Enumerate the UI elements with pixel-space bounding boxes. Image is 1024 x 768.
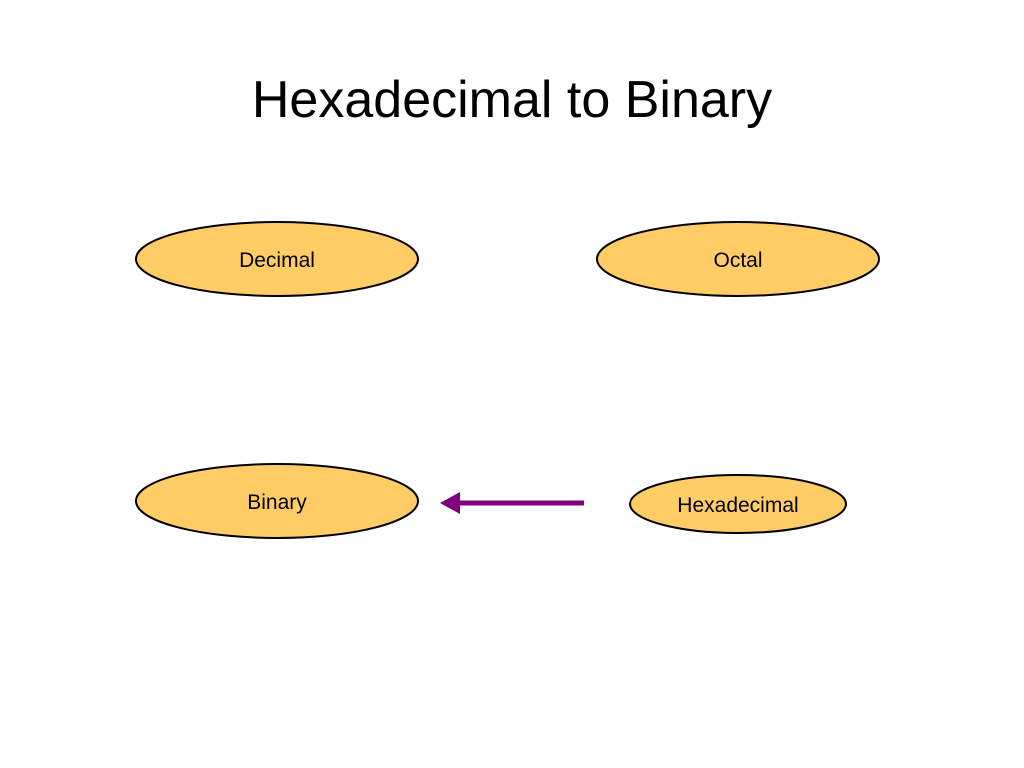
node-decimal: Decimal bbox=[135, 221, 419, 297]
arrow-head bbox=[440, 492, 460, 514]
node-decimal-shape bbox=[135, 221, 419, 297]
node-hexadecimal: Hexadecimal bbox=[629, 474, 847, 534]
node-binary: Binary bbox=[135, 463, 419, 539]
node-octal-label: Octal bbox=[713, 249, 762, 272]
node-decimal-label: Decimal bbox=[239, 249, 315, 272]
slide-title: Hexadecimal to Binary bbox=[251, 71, 773, 129]
node-hexadecimal-label: Hexadecimal bbox=[677, 494, 798, 517]
node-binary-label: Binary bbox=[247, 491, 307, 514]
node-octal: Octal bbox=[596, 221, 880, 297]
node-octal-shape bbox=[596, 221, 880, 297]
node-hexadecimal-shape bbox=[629, 474, 847, 534]
node-binary-shape bbox=[135, 463, 419, 539]
edge-hexadecimal-to-binary bbox=[440, 492, 584, 514]
